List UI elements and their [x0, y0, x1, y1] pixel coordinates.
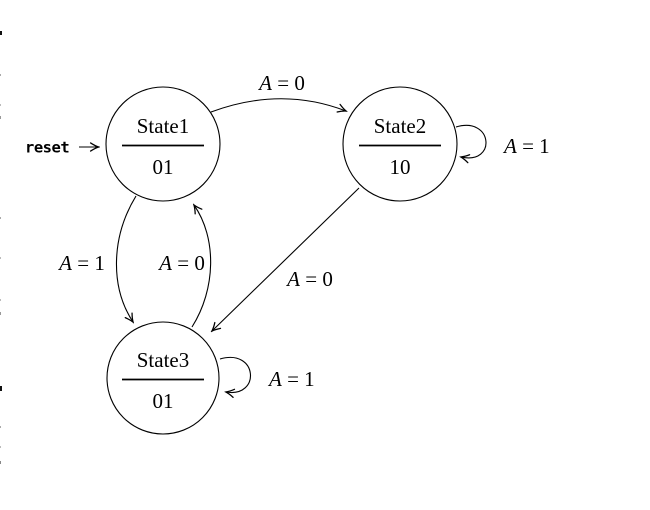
label-state3-to-state1: A = 0	[157, 251, 205, 275]
label-state2-to-state3: A = 0	[285, 267, 333, 291]
transition-state3-self-loop	[219, 356, 251, 392]
label-var: A	[57, 251, 72, 275]
state1-circle	[105, 86, 221, 202]
transition-state2-to-state3	[212, 187, 360, 331]
left-edge-artifact	[0, 74, 1, 76]
state1-name: State1	[137, 114, 190, 138]
label-var: A	[285, 267, 300, 291]
state-node-state1: State1 01	[105, 86, 221, 202]
label-var: A	[257, 71, 272, 95]
reset-label: reset	[25, 139, 69, 157]
state2-circle	[342, 86, 458, 202]
state3-output: 01	[153, 389, 174, 413]
label-cond: = 1	[517, 134, 550, 158]
label-var: A	[157, 251, 172, 275]
left-edge-artifact	[0, 426, 1, 428]
state3-name: State3	[137, 348, 190, 372]
left-edge-artifact	[0, 299, 1, 301]
transition-state1-to-state3	[115, 195, 137, 322]
transition-state3-to-state1	[191, 205, 212, 328]
label-state2-self-loop: A = 1	[502, 134, 550, 158]
label-cond: = 0	[272, 71, 305, 95]
label-cond: = 0	[300, 267, 333, 291]
label-var: A	[267, 367, 282, 391]
left-edge-artifact	[0, 446, 1, 448]
label-state1-to-state2: A = 0	[257, 71, 305, 95]
left-edge-artifact	[0, 461, 1, 464]
label-state3-self-loop: A = 1	[267, 367, 315, 391]
left-edge-artifact	[0, 217, 1, 219]
state1-output: 01	[153, 155, 174, 179]
left-edge-artifact	[0, 31, 2, 35]
state2-name: State2	[374, 114, 427, 138]
label-cond: = 1	[72, 251, 105, 275]
left-edge-artifact	[0, 312, 1, 315]
left-edge-artifact	[0, 116, 1, 119]
label-state1-to-state3: A = 1	[57, 251, 105, 275]
state-node-state2: State2 10	[342, 86, 458, 202]
transition-state2-self-loop	[455, 124, 487, 158]
label-cond: = 0	[172, 251, 205, 275]
left-edge-artifact	[0, 386, 2, 391]
state-node-state3: State3 01	[106, 321, 220, 435]
state2-output: 10	[390, 155, 411, 179]
left-edge-artifact	[0, 104, 1, 106]
state3-circle	[106, 321, 220, 435]
label-var: A	[502, 134, 517, 158]
label-cond: = 1	[282, 367, 315, 391]
left-edge-artifact	[0, 257, 1, 259]
transition-state1-to-state2	[210, 98, 346, 112]
